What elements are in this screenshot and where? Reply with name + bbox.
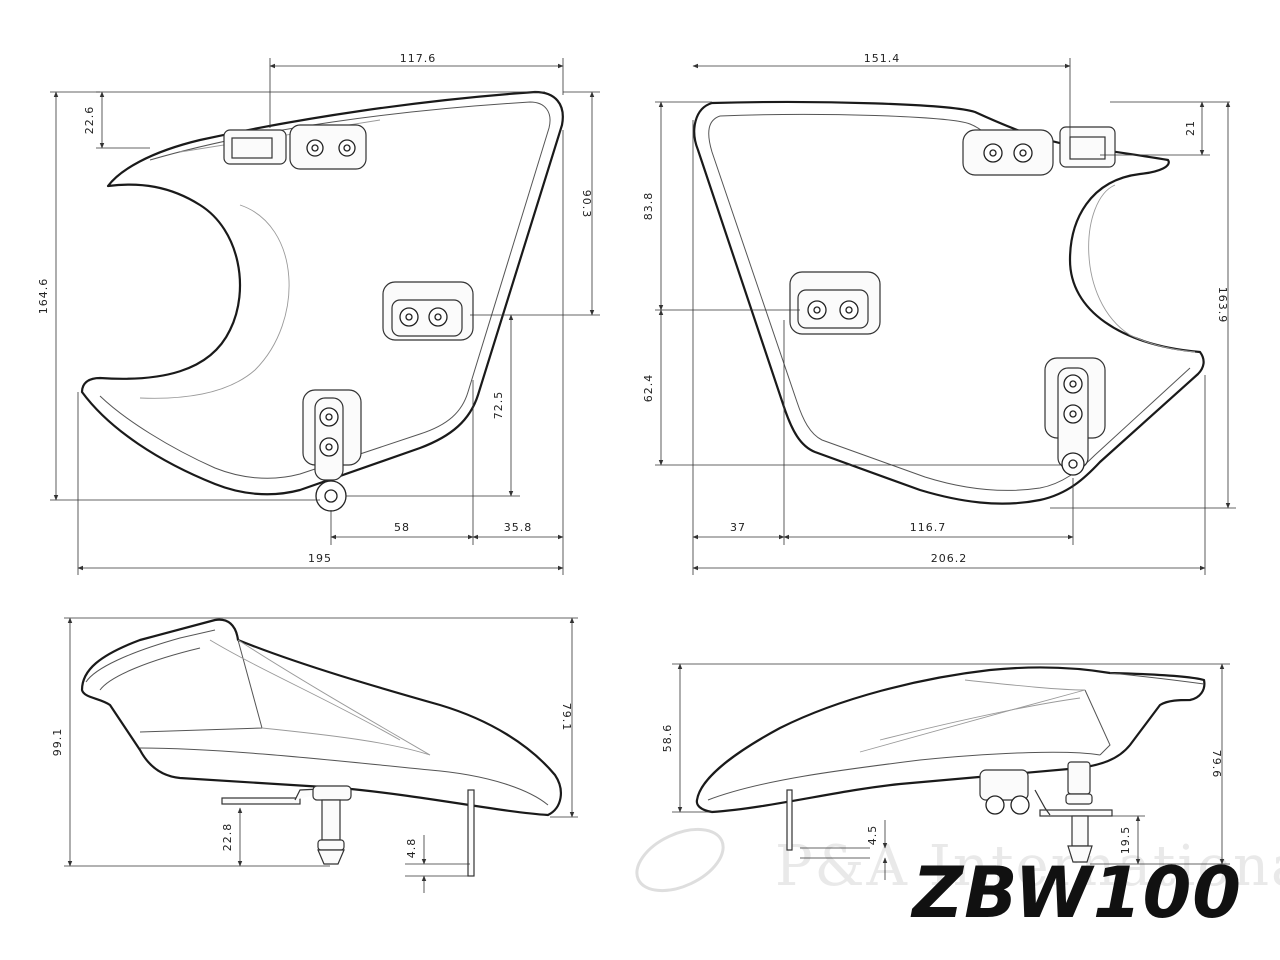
dim-label: 22.6	[83, 106, 96, 135]
dim-label: 151.4	[864, 52, 901, 65]
side-left-view: 99.1 79.1 22.8 4.8	[51, 617, 578, 893]
dim-label: 116.7	[910, 521, 947, 534]
dim-label: 22.8	[221, 823, 234, 852]
dim-label: 21	[1184, 120, 1197, 136]
dim-label: 195	[308, 552, 332, 565]
dim-label: 58	[394, 521, 410, 534]
watermark-text: P&A International	[775, 834, 1280, 899]
top-right-view: 151.4 21 83.8 62.4 163.9 37 116.7 206.2	[642, 52, 1236, 575]
dim-label: 90.3	[580, 190, 593, 219]
dim-label: 35.8	[504, 521, 533, 534]
dim-label: 4.5	[866, 825, 879, 846]
model-number: ZBW100	[912, 852, 1242, 934]
dim-label: 72.5	[492, 391, 505, 420]
side-body	[80, 618, 562, 817]
dim-label: 164.6	[37, 278, 50, 315]
dim-label: 99.1	[51, 728, 64, 757]
dim-label: 58.6	[661, 724, 674, 753]
dim-label: 83.8	[642, 192, 655, 221]
dim-label: 206.2	[931, 552, 968, 565]
side-body	[695, 666, 1206, 814]
watermark-logo: P&A International	[635, 827, 1280, 899]
dim-label: 37	[730, 521, 746, 534]
dim-label: 163.9	[1216, 287, 1229, 324]
dim-label: 4.8	[405, 838, 418, 859]
dim-label: 117.6	[400, 52, 437, 65]
top-left-view: 117.6 22.6 90.3 164.6 72.5 58 35.8 195	[37, 52, 600, 575]
dim-label: 19.5	[1119, 826, 1132, 855]
side-right-view: 58.6 79.6 4.5 19.5	[661, 663, 1230, 880]
dim-label: 79.1	[560, 703, 573, 732]
dim-label: 62.4	[642, 374, 655, 403]
cover-outline	[693, 100, 1205, 505]
dim-label: 79.6	[1210, 750, 1223, 779]
